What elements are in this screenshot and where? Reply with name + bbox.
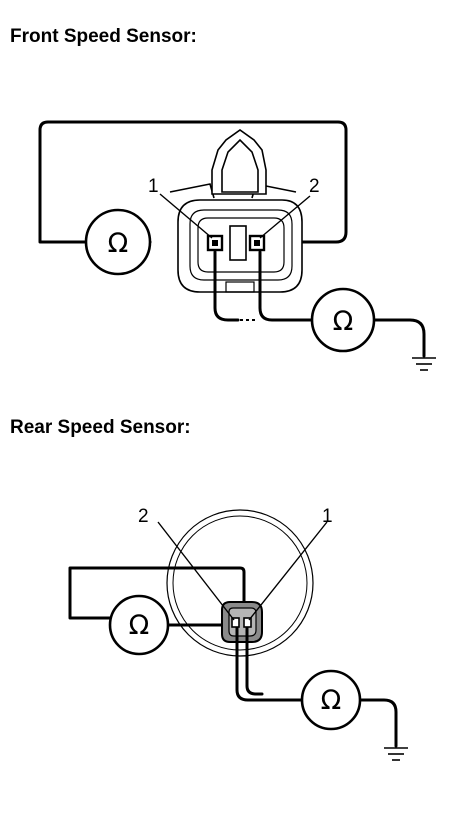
ohm-icon: Ω bbox=[108, 228, 129, 259]
rear-pin-2 bbox=[231, 617, 240, 628]
ohm-icon: Ω bbox=[321, 685, 342, 716]
rear-sensor-housing bbox=[166, 509, 314, 657]
rear-sensor-connector bbox=[221, 601, 263, 643]
front-speed-sensor-diagram: 1 2 Ω Ω bbox=[38, 120, 436, 371]
front-pin-label-1: 1 bbox=[148, 176, 159, 197]
front-test-lead-loop bbox=[38, 120, 348, 244]
rear-ground-icon bbox=[384, 747, 408, 761]
rear-speed-sensor-diagram: 2 1 Ω Ω bbox=[68, 506, 408, 761]
front-speed-sensor-title: Front Speed Sensor: bbox=[10, 26, 197, 47]
front-pin-label-2: 2 bbox=[309, 176, 320, 197]
ohm-icon: Ω bbox=[333, 306, 354, 337]
front-ohmmeter-1: Ω bbox=[84, 208, 152, 276]
front-ground-lead bbox=[372, 318, 426, 358]
ohm-icon: Ω bbox=[129, 610, 150, 641]
rear-ground-lead bbox=[358, 698, 398, 748]
rear-harness-wires bbox=[235, 626, 304, 702]
front-ground-icon bbox=[412, 357, 436, 371]
rear-ohmmeter-2: Ω bbox=[300, 669, 362, 731]
rear-ohmmeter-1: Ω bbox=[108, 594, 170, 656]
rear-speed-sensor-title: Rear Speed Sensor: bbox=[10, 417, 191, 438]
front-sensor-connector bbox=[169, 129, 303, 293]
front-ohmmeter-2: Ω bbox=[310, 287, 376, 353]
rear-pin-label-1: 1 bbox=[322, 506, 333, 527]
front-harness-wires bbox=[213, 250, 240, 322]
rear-pin-label-2: 2 bbox=[138, 506, 149, 527]
rear-test-lead-loop bbox=[68, 566, 246, 620]
